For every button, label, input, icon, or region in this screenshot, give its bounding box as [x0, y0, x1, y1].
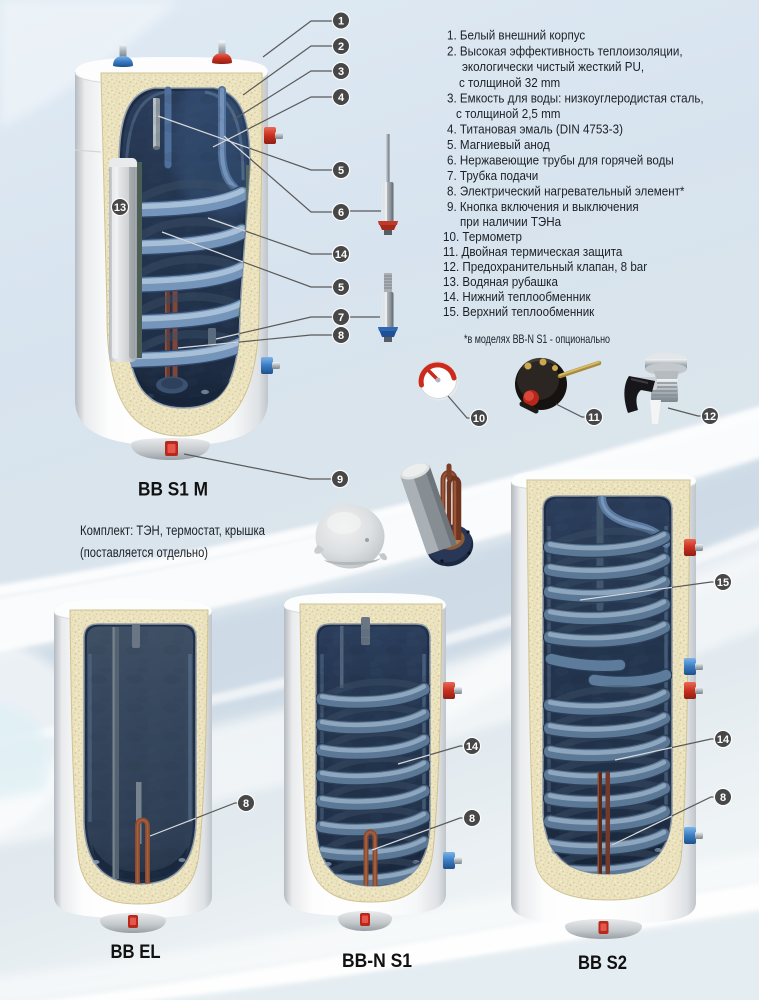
svg-text:9: 9 [337, 474, 343, 486]
svg-text:с толщиной 2,5 mm: с толщиной 2,5 mm [456, 106, 560, 121]
svg-text:BB S1 M: BB S1 M [138, 479, 208, 501]
svg-text:7. Трубка подачи: 7. Трубка подачи [447, 168, 538, 183]
svg-text:8: 8 [338, 330, 344, 342]
svg-text:3: 3 [338, 66, 344, 78]
svg-text:10. Термометр: 10. Термометр [443, 229, 522, 244]
svg-text:14: 14 [466, 741, 479, 753]
svg-text:5. Магниевый анод: 5. Магниевый анод [447, 137, 550, 152]
svg-text:(поставляется отдельно): (поставляется отдельно) [80, 545, 208, 560]
svg-text:12. Предохранительный клапан,: 12. Предохранительный клапан, 8 bar [443, 259, 647, 274]
svg-text:1. Белый внешний корпус: 1. Белый внешний корпус [447, 28, 585, 43]
svg-text:2: 2 [338, 41, 344, 53]
svg-text:5: 5 [338, 165, 344, 177]
svg-text:8. Электрический нагревательны: 8. Электрический нагревательный элемент* [447, 184, 685, 199]
svg-text:8: 8 [720, 792, 726, 804]
svg-text:с толщиной 32 mm: с толщиной 32 mm [459, 75, 560, 90]
svg-text:14: 14 [717, 734, 730, 746]
svg-text:4: 4 [338, 92, 345, 104]
svg-text:12: 12 [704, 411, 716, 423]
svg-text:6. Нержавеющие трубы для горяч: 6. Нержавеющие трубы для горячей воды [447, 153, 674, 168]
svg-text:11. Двойная термическая защита: 11. Двойная термическая защита [443, 244, 622, 259]
svg-text:4. Титановая эмаль (DIN 4753-3: 4. Титановая эмаль (DIN 4753-3) [447, 122, 623, 137]
svg-text:13. Водяная рубашка: 13. Водяная рубашка [443, 274, 558, 289]
svg-text:2. Высокая эффективность тепло: 2. Высокая эффективность теплоизоляции, [447, 44, 683, 59]
svg-text:*в моделях BB-N S1 - опциональ: *в моделях BB-N S1 - опционально [464, 333, 610, 346]
svg-text:Комплект: ТЭН, термостат, крыш: Комплект: ТЭН, термостат, крышка [80, 523, 265, 538]
svg-text:6: 6 [338, 207, 344, 219]
svg-text:14. Нижний теплообменник: 14. Нижний теплообменник [443, 289, 591, 304]
svg-text:8: 8 [469, 813, 475, 825]
svg-text:при наличии ТЭНа: при наличии ТЭНа [460, 214, 561, 229]
svg-text:8: 8 [243, 798, 249, 810]
svg-text:7: 7 [338, 312, 344, 324]
svg-text:13: 13 [114, 202, 126, 214]
svg-text:11: 11 [588, 412, 600, 424]
svg-text:BB-N S1: BB-N S1 [342, 950, 412, 972]
svg-text:14: 14 [335, 249, 348, 261]
svg-text:5: 5 [338, 282, 344, 294]
svg-text:BB EL: BB EL [111, 941, 161, 963]
svg-text:15: 15 [717, 577, 729, 589]
svg-text:BB S2: BB S2 [578, 952, 627, 974]
svg-text:экологически чистый жесткий PU: экологически чистый жесткий PU, [462, 59, 644, 74]
svg-text:1: 1 [338, 15, 344, 27]
svg-text:10: 10 [473, 413, 485, 425]
svg-text:9. Кнопка включения и выключен: 9. Кнопка включения и выключения [447, 199, 639, 214]
svg-text:15. Верхний теплообменник: 15. Верхний теплообменник [443, 304, 595, 319]
svg-text:3. Емкость для воды: низкоугле: 3. Емкость для воды: низкоуглеродистая с… [447, 91, 704, 106]
